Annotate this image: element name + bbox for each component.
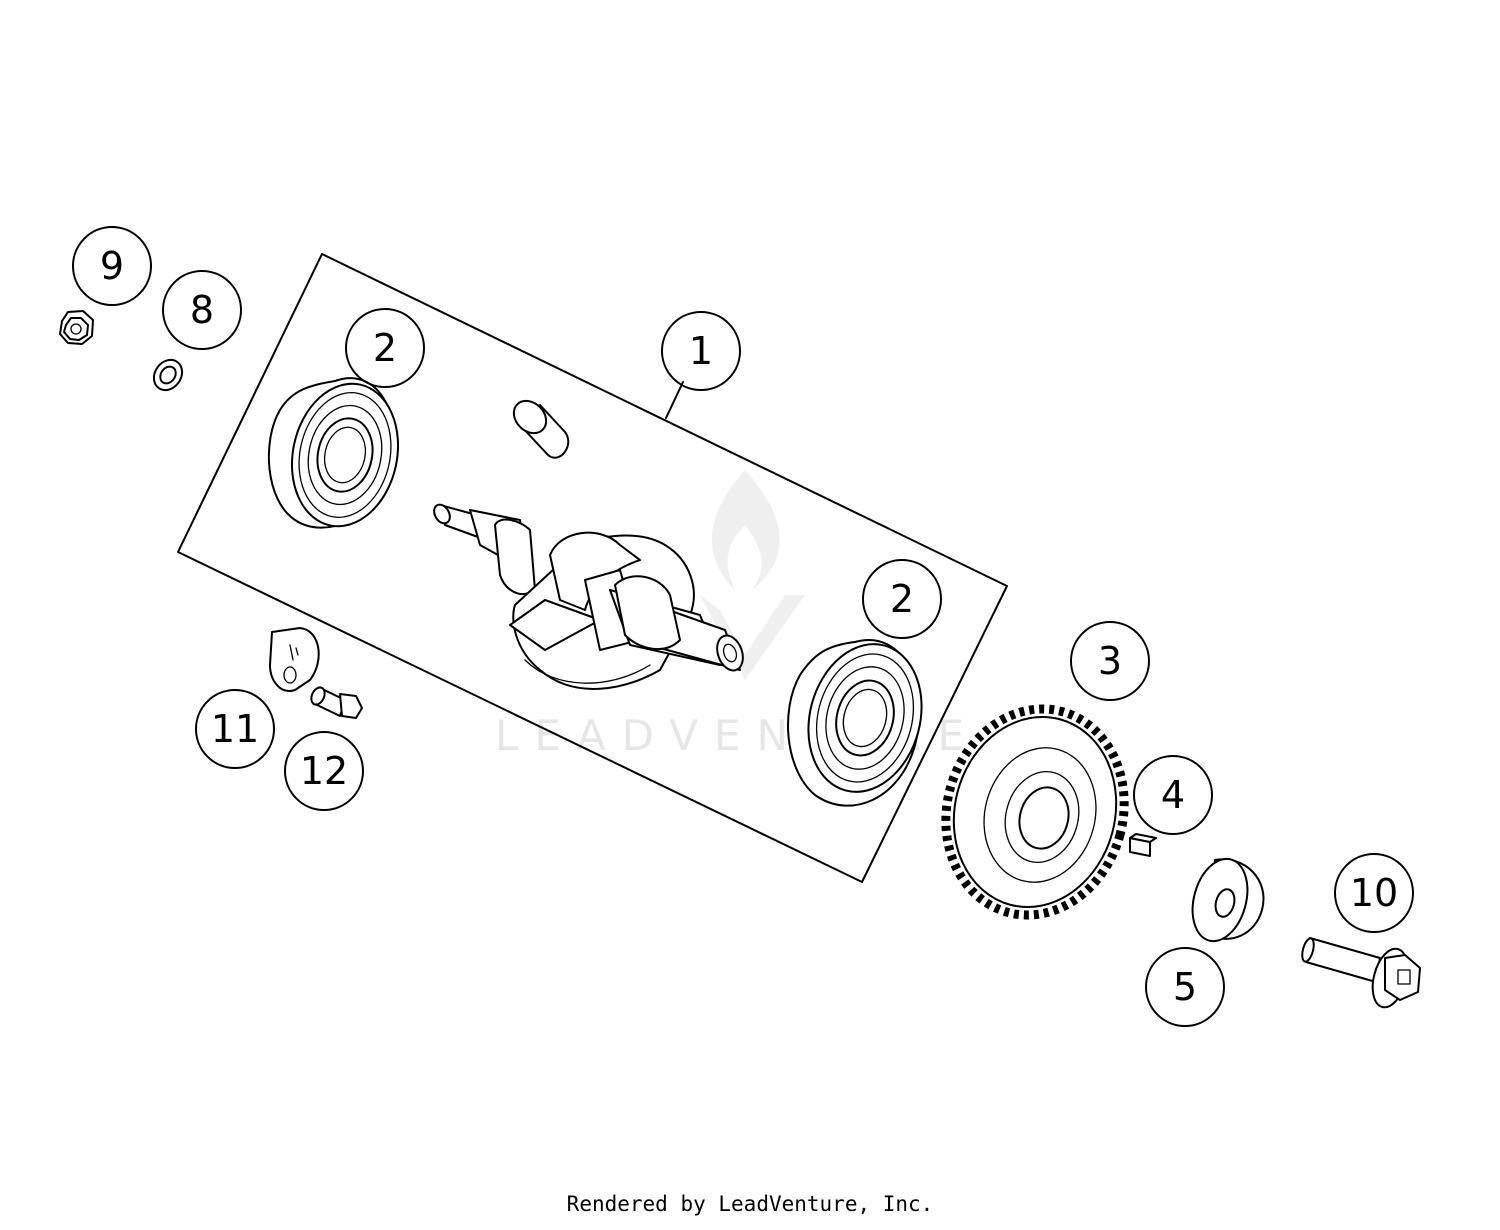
callout-9[interactable]: 9 (72, 226, 152, 306)
gear-part (941, 704, 1129, 920)
callout-label: 11 (211, 707, 259, 751)
key-part (1129, 833, 1157, 857)
footer-credit: Rendered by LeadVenture, Inc. (566, 1192, 934, 1216)
bushing-part (512, 399, 570, 459)
bracket-part (269, 627, 320, 692)
callout-5[interactable]: 5 (1145, 947, 1225, 1027)
callout-label: 1 (689, 329, 713, 373)
callout-2-left[interactable]: 2 (345, 308, 425, 388)
bolt-part (1301, 937, 1421, 1009)
callout-label: 2 (890, 577, 914, 621)
callout-label: 3 (1098, 639, 1122, 683)
callout-label: 9 (100, 244, 124, 288)
callout-11[interactable]: 11 (195, 689, 275, 769)
assembly-kit-box (177, 253, 1008, 883)
callout-label: 2 (373, 326, 397, 370)
leader-line-1 (665, 381, 684, 419)
callout-label: 10 (1350, 871, 1398, 915)
thrust-washer-part (1191, 857, 1265, 943)
callout-label: 8 (190, 288, 214, 332)
callout-label: 12 (300, 749, 348, 793)
callout-2-right[interactable]: 2 (862, 559, 942, 639)
washer-part (152, 358, 184, 392)
callout-10[interactable]: 10 (1334, 853, 1414, 933)
callout-label: 4 (1161, 773, 1185, 817)
crankshaft-part (433, 503, 744, 690)
callout-12[interactable]: 12 (284, 731, 364, 811)
small-bolt-part (310, 686, 363, 719)
callout-1[interactable]: 1 (661, 311, 741, 391)
callout-8[interactable]: 8 (162, 270, 242, 350)
callout-label: 5 (1173, 965, 1197, 1009)
ball-bearing-left-part (267, 377, 400, 529)
ball-bearing-right-part (787, 639, 923, 807)
callout-3[interactable]: 3 (1070, 621, 1150, 701)
callout-4[interactable]: 4 (1133, 755, 1213, 835)
hex-nut-part (59, 310, 94, 345)
